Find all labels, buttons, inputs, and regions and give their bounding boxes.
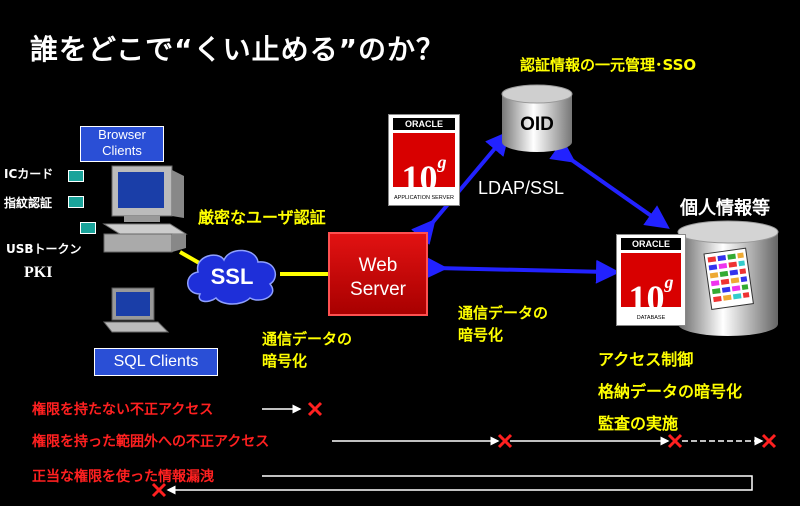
oracle-10g-mark: 10g xyxy=(393,133,455,198)
threat-arrow-3 xyxy=(166,475,753,495)
pki-label: PKI xyxy=(24,264,53,281)
cross-1 xyxy=(307,401,323,417)
threat-legit-leak: 正当な権限を使った情報漏洩 xyxy=(32,469,214,485)
encryption-right-line2: 暗号化 xyxy=(458,326,504,344)
cross-2 xyxy=(497,433,513,449)
cross-3 xyxy=(667,433,683,449)
oracle-brand: ORACLE xyxy=(621,238,681,250)
ssl-cloud-icon xyxy=(187,249,277,305)
feature-access-control: アクセス制御 xyxy=(598,350,694,369)
fingerprint-icon xyxy=(68,196,84,208)
browser-clients-box: Browser Clients xyxy=(80,126,164,162)
encryption-left-line1: 通信データの xyxy=(262,330,353,348)
sql-clients-box: SQL Clients xyxy=(94,348,218,376)
oracle-database-logo: ORACLE 10g DATABASE xyxy=(616,234,686,326)
cross-marks xyxy=(151,401,777,498)
version-g: g xyxy=(664,272,674,292)
threat-out-of-scope-access: 権限を持った範囲外への不正アクセス xyxy=(32,434,270,450)
auth-usb-token: USBトークン xyxy=(6,242,82,256)
oracle-app-server-logo: ORACLE 10g APPLICATION SERVER xyxy=(388,114,460,206)
oid-database-icon xyxy=(501,84,573,152)
auth-ic-card: ICカード xyxy=(4,167,54,181)
cross-5 xyxy=(151,482,167,498)
slide-title: 誰をどこで“くい止める”のか？ xyxy=(30,33,445,66)
version-g: g xyxy=(437,152,447,172)
usb-token-icon xyxy=(80,222,96,234)
database-sublabel: DATABASE xyxy=(636,315,666,321)
ic-card-icon xyxy=(68,170,84,182)
oid-caption: 認証情報の一元管理･SSO xyxy=(520,56,697,74)
cross-4 xyxy=(761,433,777,449)
blue-link-web-db xyxy=(423,255,620,284)
oracle-brand: ORACLE xyxy=(393,118,455,130)
app-server-sublabel: APPLICATION SERVER xyxy=(393,195,454,201)
laptop-icon xyxy=(102,287,170,333)
browser-clients-line2: Clients xyxy=(102,143,142,158)
encryption-left-line2: 暗号化 xyxy=(262,352,308,370)
oracle-10g-mark: 10g xyxy=(621,253,681,318)
oid-label: OID xyxy=(520,114,554,135)
web-server-line1: Web xyxy=(358,255,398,276)
feature-data-encryption: 格納データの暗号化 xyxy=(598,382,743,401)
personal-data-database-icon xyxy=(677,220,779,336)
desktop-pc-icon xyxy=(102,165,188,253)
ssl-label: SSL xyxy=(210,264,254,289)
strict-auth-label: 厳密なユーザ認証 xyxy=(198,208,326,227)
encryption-right-line1: 通信データの xyxy=(458,304,549,322)
blue-link-web-oid xyxy=(411,130,510,245)
ldap-ssl-label: LDAP/SSL xyxy=(478,178,565,198)
blue-link-oid-db xyxy=(549,139,670,229)
auth-fingerprint: 指紋認証 xyxy=(4,196,53,210)
encryption-caption-left: 通信データの 暗号化 xyxy=(262,328,352,372)
web-server-line2: Server xyxy=(350,279,406,300)
personal-info-heading: 個人情報等 xyxy=(680,198,770,219)
browser-clients-line1: Browser xyxy=(98,127,146,142)
version-number: 10 xyxy=(628,278,665,318)
feature-auditing: 監査の実施 xyxy=(598,414,679,433)
web-server-box: Web Server xyxy=(328,232,428,316)
version-number: 10 xyxy=(401,158,438,198)
threat-unauthorized-access: 権限を持たない不正アクセス xyxy=(32,402,214,418)
encryption-caption-right: 通信データの 暗号化 xyxy=(458,302,548,346)
